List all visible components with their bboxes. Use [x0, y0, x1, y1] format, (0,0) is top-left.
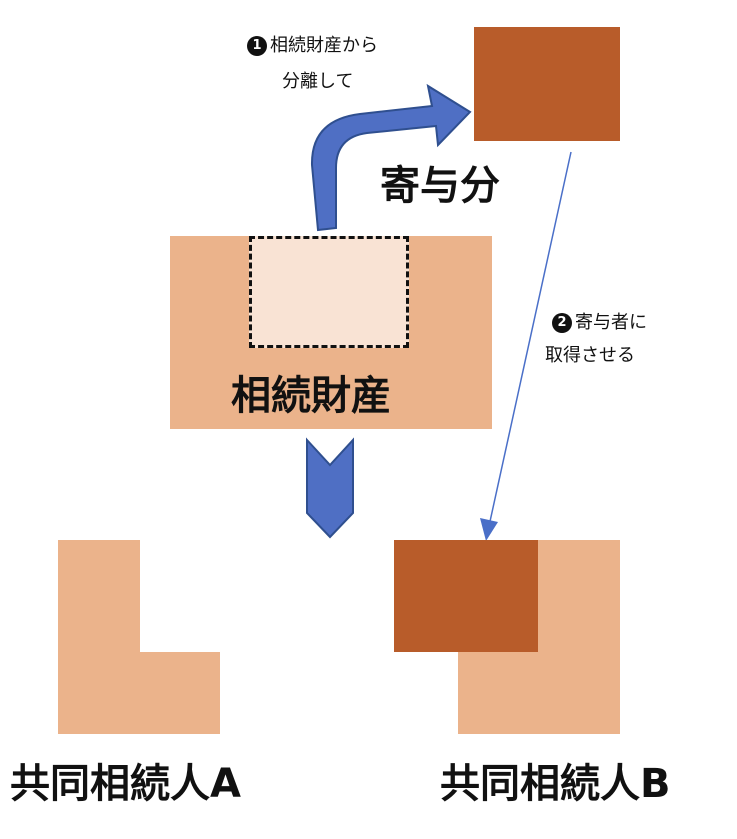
step2-line2: 取得させる	[545, 345, 635, 366]
down-chevron-arrow	[306, 437, 354, 539]
acquire-thin-arrow-line	[488, 151, 572, 527]
step1-line1: 相続財産から	[270, 35, 378, 56]
contribution-label: 寄与分	[380, 163, 500, 209]
step1-line2: 分離して	[282, 71, 354, 92]
heir-b-contribution-block	[394, 540, 538, 652]
separated-portion-outline	[249, 236, 409, 348]
step2-number-badge: 2	[552, 313, 572, 333]
heir-b-label: 共同相続人B	[440, 761, 671, 807]
acquire-thin-arrow-head	[480, 518, 498, 541]
separate-curved-arrow	[310, 83, 472, 232]
step2-line1: 寄与者に	[575, 312, 647, 333]
heir-a-label: 共同相続人A	[10, 761, 241, 807]
step1-number-badge: 1	[247, 36, 267, 56]
estate-label: 相続財産	[231, 373, 391, 419]
heir-a-shape-lower	[58, 652, 220, 734]
contribution-block	[474, 27, 620, 141]
